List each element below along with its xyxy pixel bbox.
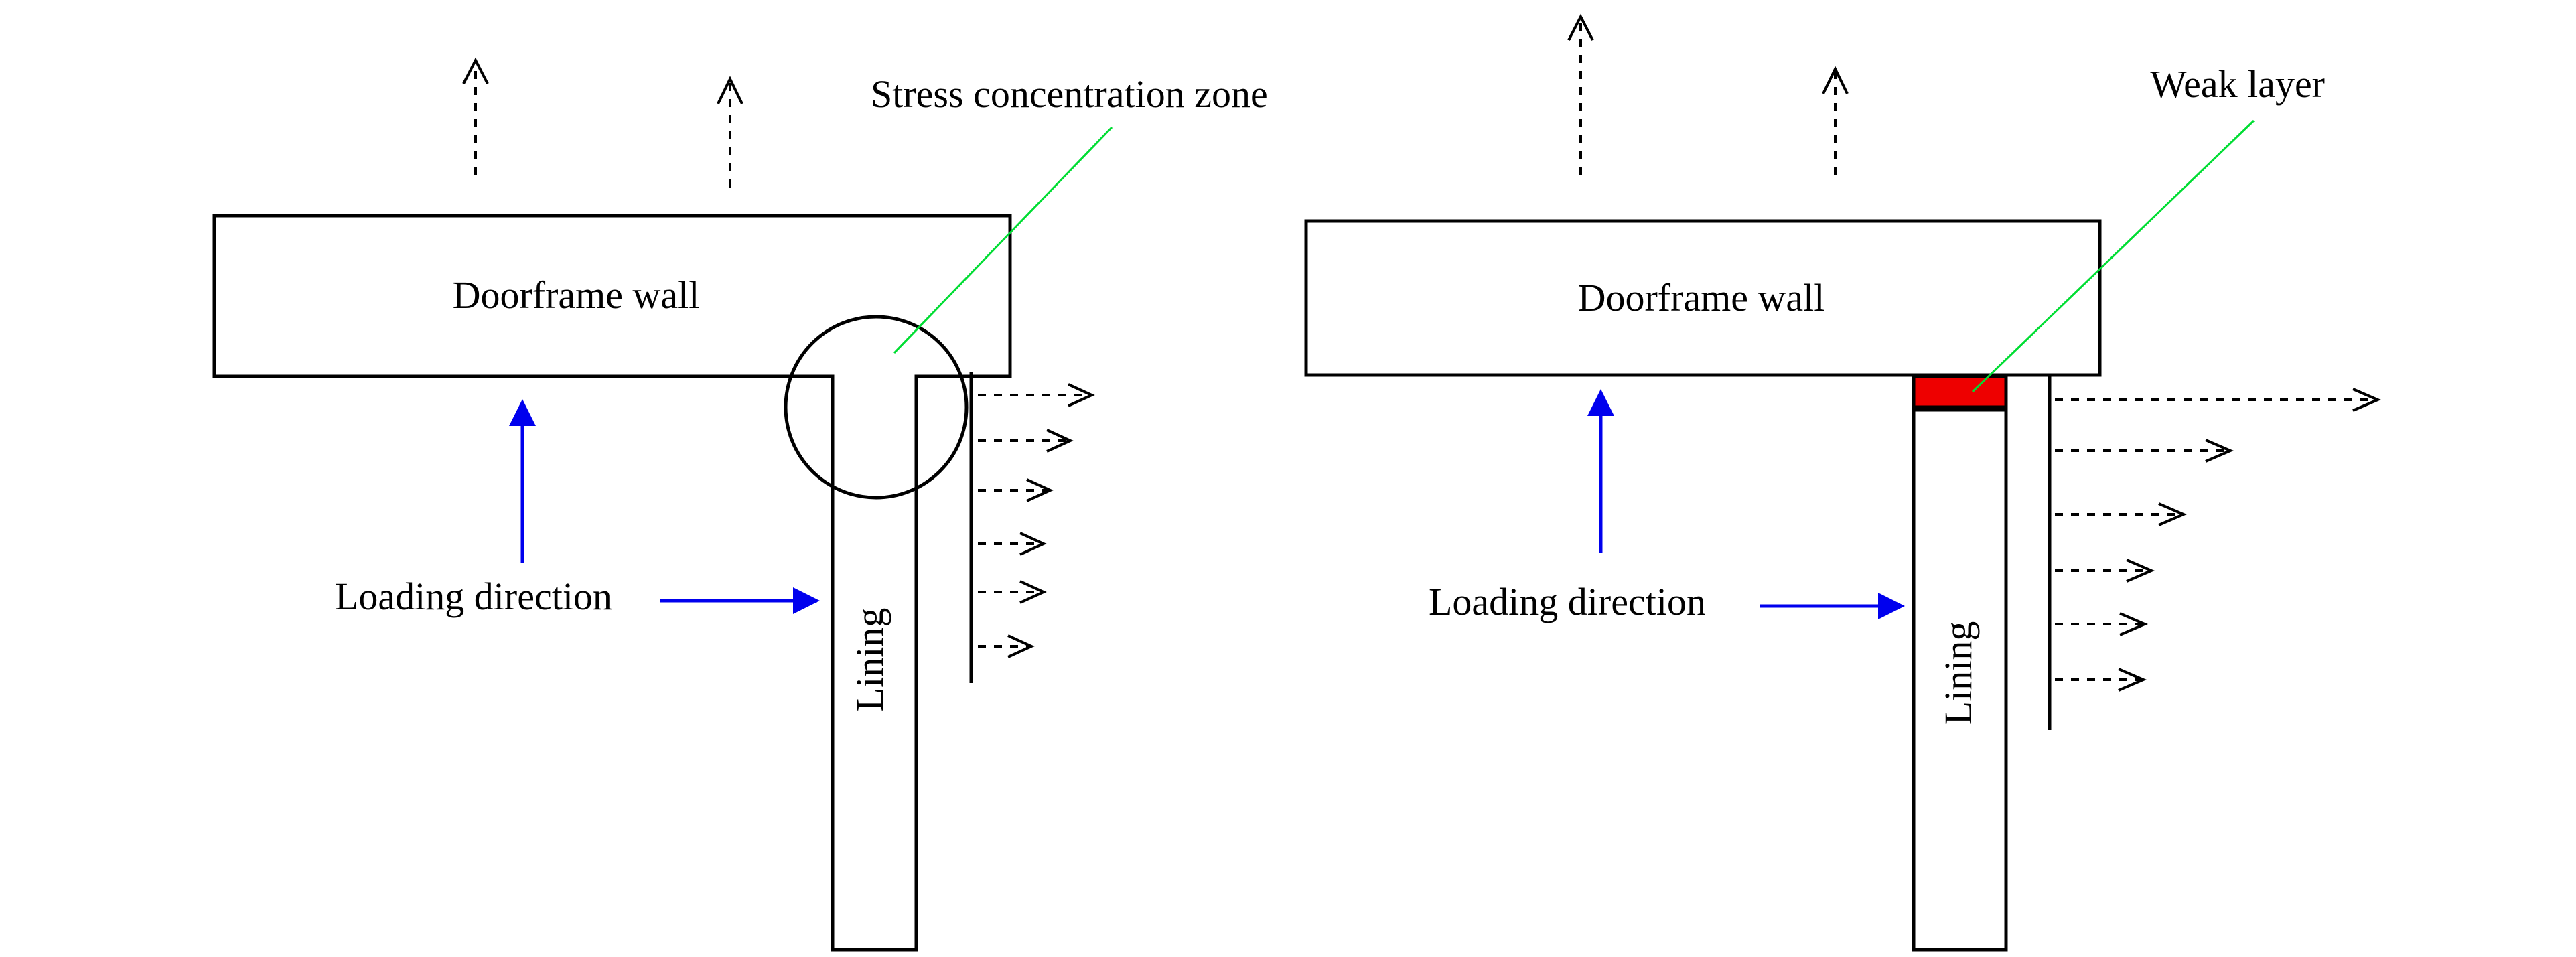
left-lining-label: Lining [848, 608, 891, 712]
left-loading-label: Loading direction [335, 575, 612, 618]
right-wall [1304, 219, 2102, 377]
right-loading-label: Loading direction [1429, 580, 1706, 623]
left-wall-label: Doorframe wall [453, 273, 700, 317]
stress-callout-label: Stress concentration zone [871, 72, 1268, 116]
right-lining [1912, 408, 2008, 952]
right-horizontal-arrows [2055, 388, 2382, 692]
weak-layer-label: Weak layer [2150, 62, 2325, 106]
left-wall-lining-outline [212, 214, 1012, 952]
right-wall-label: Doorframe wall [1578, 276, 1825, 319]
left-panel: Doorframe wall Lining Stress concentrati… [212, 57, 1268, 952]
stress-concentration-circle [784, 315, 969, 500]
right-panel: Doorframe wall Lining Weak layer Loading… [1304, 13, 2382, 952]
left-horizontal-arrows [978, 383, 1095, 658]
right-lining-label: Lining [1936, 621, 1980, 725]
stress-callout-leader [893, 126, 1113, 354]
left-upward-arrows [462, 57, 743, 188]
right-upward-arrows [1567, 13, 1849, 175]
weak-layer-leader [1971, 119, 2255, 393]
weak-layer [1912, 374, 2008, 409]
